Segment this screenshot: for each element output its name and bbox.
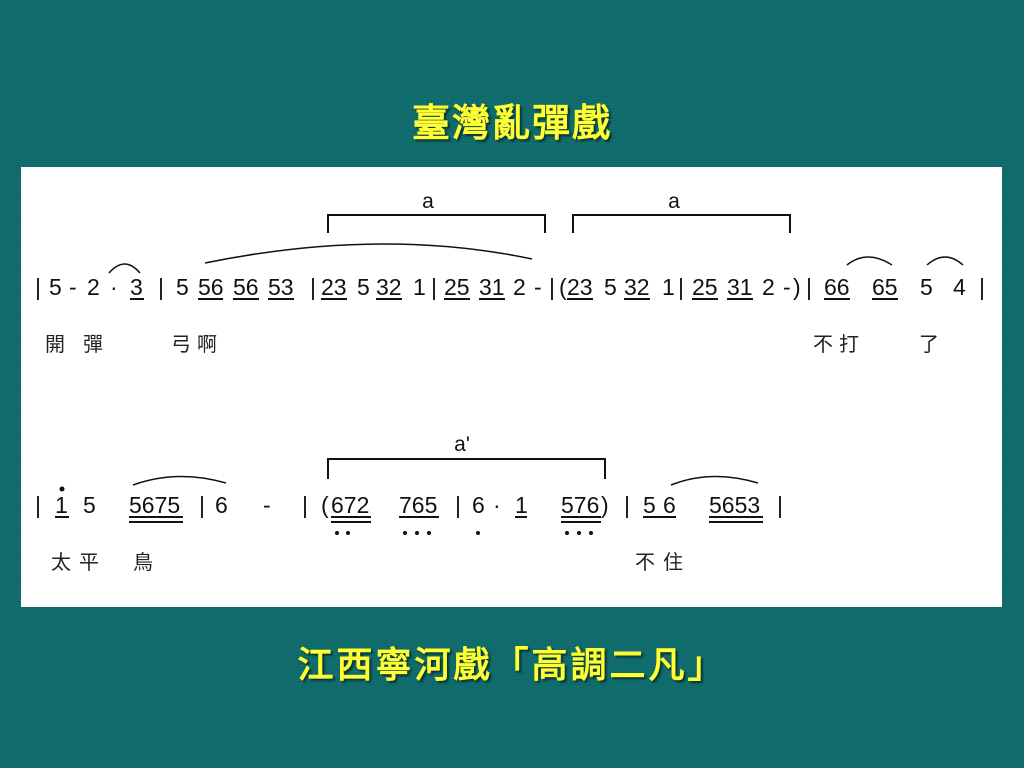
lyric-char: 鳥 xyxy=(133,550,153,574)
note-token: 32 xyxy=(376,274,402,300)
barline: | xyxy=(199,492,205,518)
note-token: 5 xyxy=(49,274,62,300)
lyric-char: 彈 xyxy=(83,332,103,356)
barline: | xyxy=(549,274,555,300)
note-token: 5 xyxy=(920,274,933,300)
note-token: 1 xyxy=(662,274,675,300)
slur xyxy=(108,263,141,274)
barline: | xyxy=(35,492,41,518)
note-token: 5 xyxy=(357,274,370,300)
section-label: a xyxy=(668,190,680,213)
note-token: 2 xyxy=(87,274,100,300)
note-token: 25 xyxy=(692,274,718,300)
note-token: 5 xyxy=(176,274,189,300)
lyric-char: 不 xyxy=(813,332,833,356)
note-token: 56 xyxy=(233,274,259,300)
slide-subtitle: 江西寧河戲「高調二凡」 xyxy=(297,644,727,686)
note-token: ) xyxy=(793,274,801,300)
note-token: 2 xyxy=(513,274,526,300)
note-token: 65 xyxy=(872,274,898,300)
note-token: 53 xyxy=(268,274,294,300)
underlines-system2 xyxy=(55,516,763,523)
lyrics-system1: 開彈 弓啊 不打 了 xyxy=(45,332,939,356)
barline: | xyxy=(431,274,437,300)
note-token: 6 xyxy=(215,492,228,518)
slur xyxy=(204,243,533,264)
lyrics-system2: 太平 鳥 不住 xyxy=(51,550,683,574)
section-bracket-a-prime: a' xyxy=(327,433,606,479)
lyric-char: 不 xyxy=(635,550,655,574)
octave-dot xyxy=(59,486,65,492)
barline: | xyxy=(35,274,41,300)
note-token: ( xyxy=(321,492,329,518)
slide-title: 臺灣亂彈戲 xyxy=(411,100,612,145)
lyric-char: 開 xyxy=(45,332,65,356)
note-token: 1 xyxy=(515,492,528,518)
section-label: a' xyxy=(454,433,470,456)
slur xyxy=(846,256,893,266)
note-token: 5675 xyxy=(129,492,180,518)
barline: | xyxy=(979,274,985,300)
slurs-system1 xyxy=(108,243,964,274)
note-token: · xyxy=(110,274,118,300)
note-token: 6 xyxy=(663,492,676,518)
note-token: 56 xyxy=(198,274,224,300)
note-token: 765 xyxy=(399,492,437,518)
lyric-char: 啊 xyxy=(197,332,217,356)
note-token: 5 xyxy=(604,274,617,300)
note-token: 31 xyxy=(479,274,505,300)
note-token: 25 xyxy=(444,274,470,300)
note-token: - xyxy=(783,274,791,300)
barline: | xyxy=(678,274,684,300)
note-token: · xyxy=(493,492,501,518)
barline: | xyxy=(624,492,630,518)
note-token: 23 xyxy=(321,274,347,300)
note-token: - xyxy=(534,274,542,300)
note-token: 672 xyxy=(331,492,369,518)
note-token: 66 xyxy=(824,274,850,300)
note-token: 5 xyxy=(643,492,656,518)
note-token: 1 xyxy=(55,492,68,518)
note-token: 1 xyxy=(413,274,426,300)
note-token: 4 xyxy=(953,274,966,300)
section-bracket-a-2: a xyxy=(572,190,791,233)
note-token: - xyxy=(263,492,271,518)
note-token: 576 xyxy=(561,492,599,518)
low-octave-dots xyxy=(335,531,593,535)
note-token: 5 xyxy=(83,492,96,518)
lyric-char: 了 xyxy=(919,332,939,356)
lyric-char: 住 xyxy=(663,550,683,574)
note-token: 6 xyxy=(472,492,485,518)
note-token: ) xyxy=(601,492,609,518)
slurs-system2 xyxy=(132,475,759,486)
note-token: 5653 xyxy=(709,492,760,518)
lyric-char: 弓 xyxy=(171,332,191,356)
note-token: 3 xyxy=(130,274,143,300)
slur xyxy=(132,475,227,486)
section-bracket-a-1: a xyxy=(327,190,546,233)
barline: | xyxy=(158,274,164,300)
lyric-char: 打 xyxy=(839,332,859,356)
note-token: ( xyxy=(559,274,567,300)
barline: | xyxy=(777,492,783,518)
barline: | xyxy=(302,492,308,518)
note-token: 31 xyxy=(727,274,753,300)
barline: | xyxy=(455,492,461,518)
lyric-char: 太 xyxy=(51,550,71,574)
note-token: 23 xyxy=(567,274,593,300)
note-token: 2 xyxy=(762,274,775,300)
lyric-char: 平 xyxy=(79,550,99,574)
barline: | xyxy=(806,274,812,300)
barline: | xyxy=(310,274,316,300)
section-label: a xyxy=(422,190,434,213)
slur xyxy=(926,256,964,266)
note-token: 32 xyxy=(624,274,650,300)
slur xyxy=(670,475,759,486)
note-token: - xyxy=(69,274,77,300)
